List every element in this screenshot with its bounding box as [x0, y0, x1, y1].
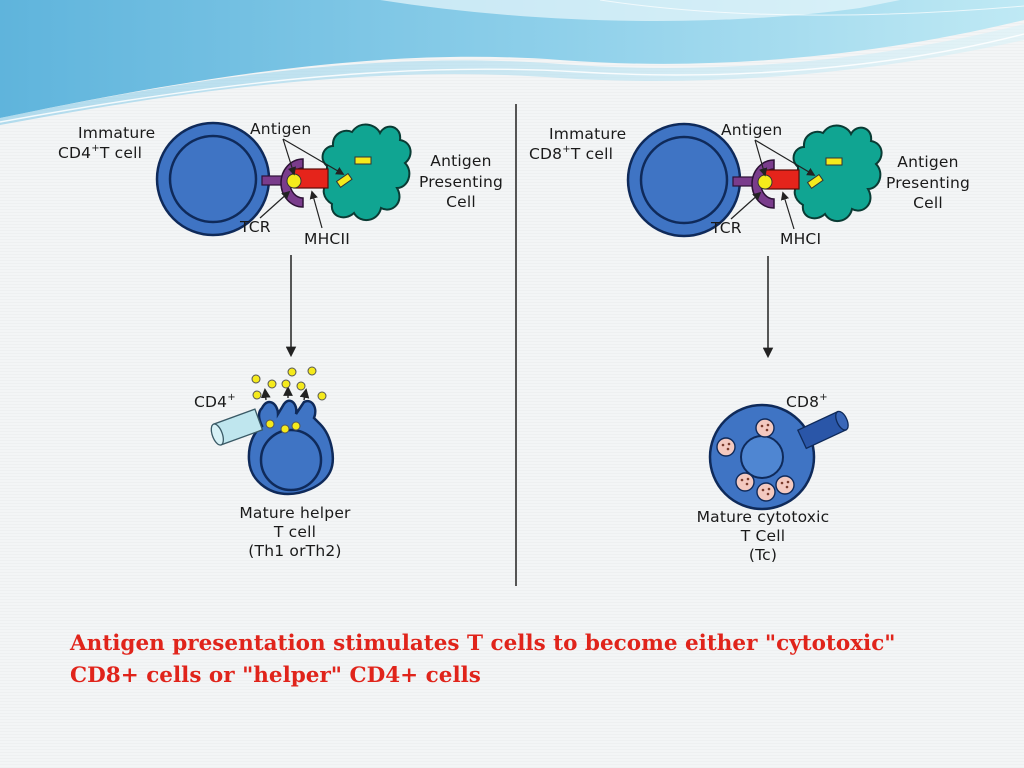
- mature-cytotoxic-label-line1: Mature cytotoxic: [696, 508, 830, 526]
- mhcii-label: MHCII: [304, 230, 350, 248]
- cd8-marker-sup: +: [819, 392, 828, 403]
- immature-cd8-label-line1: Immature: [549, 125, 627, 143]
- mhci-label: MHCI: [780, 230, 822, 248]
- caption-line1: Antigen presentation stimulates T cells …: [70, 631, 896, 656]
- antigen-fragment-icon: [806, 173, 824, 189]
- caption-line2: CD8+ cells or "helper" CD4+ cells: [70, 663, 481, 688]
- apc-label-right-line3: Cell: [913, 194, 943, 212]
- right-panel: [626, 122, 883, 511]
- left-panel: [155, 121, 412, 496]
- apc-label-left-line2: Presenting: [418, 173, 504, 191]
- apc-label-left-line3: Cell: [446, 193, 476, 211]
- antigen-peptide: [757, 174, 773, 190]
- cytokine-dots: [251, 366, 327, 434]
- immature-cd8-label-line2: CD8+T cell: [529, 145, 613, 164]
- tcr-label-right: TCR: [711, 219, 742, 237]
- antigen-presenting-cell-right: [792, 124, 883, 222]
- cd8-marker-prefix: CD8: [786, 393, 820, 411]
- header-wave-decoration: [0, 0, 1024, 125]
- mature-helper-label-line1: Mature helper: [239, 504, 351, 522]
- tcr-label-left: TCR: [240, 218, 271, 236]
- antigen-label-right: Antigen: [721, 121, 783, 139]
- slide-caption: Antigen presentation stimulates T cells …: [70, 628, 970, 692]
- apc-label-right-line1: Antigen: [897, 153, 959, 171]
- immature-cd4-label-line1: Immature: [78, 124, 156, 142]
- immature-cd8-label-prefix: CD8: [529, 145, 563, 163]
- mature-cytotoxic-t-cell: [708, 403, 816, 511]
- immature-cd4-label-prefix: CD4: [58, 144, 92, 162]
- antigen-fragment-icon: [354, 156, 372, 165]
- cytotoxic-granules: [716, 418, 795, 502]
- cd8-receptor: [796, 410, 849, 450]
- cd4-marker-prefix: CD4: [194, 393, 228, 411]
- apc-label-left-line1: Antigen: [430, 152, 492, 170]
- immature-cd8-label-suffix: T cell: [570, 145, 614, 163]
- mature-cytotoxic-label-line3: (Tc): [748, 546, 778, 564]
- antigen-fragment-icon: [335, 172, 353, 188]
- immature-cd8-t-cell: [626, 122, 742, 238]
- mature-helper-t-cell: [247, 399, 334, 496]
- immature-cd4-label-suffix: T cell: [99, 144, 143, 162]
- antigen-label-left: Antigen: [250, 120, 312, 138]
- cd4-marker-sup: +: [227, 392, 236, 403]
- cd4-receptor: [210, 408, 264, 446]
- immature-cd4-label-sup: +: [91, 143, 100, 154]
- mature-cytotoxic-label-line2: T Cell: [740, 527, 786, 545]
- immature-cd4-label-line2: CD4+T cell: [58, 144, 142, 163]
- immature-cd8-label-sup: +: [562, 144, 571, 155]
- antigen-peptide: [286, 173, 302, 189]
- apc-label-right-line2: Presenting: [885, 174, 971, 192]
- immature-cd4-t-cell: [155, 121, 271, 237]
- mature-helper-label-line3: (Th1 orTh2): [248, 542, 342, 560]
- antigen-presenting-cell-left: [321, 123, 412, 221]
- antigen-fragment-icon: [825, 157, 843, 166]
- mature-helper-label-line2: T cell: [273, 523, 317, 541]
- cd8-marker-label: CD8+: [786, 393, 828, 412]
- cd4-marker-label: CD4+: [194, 393, 236, 412]
